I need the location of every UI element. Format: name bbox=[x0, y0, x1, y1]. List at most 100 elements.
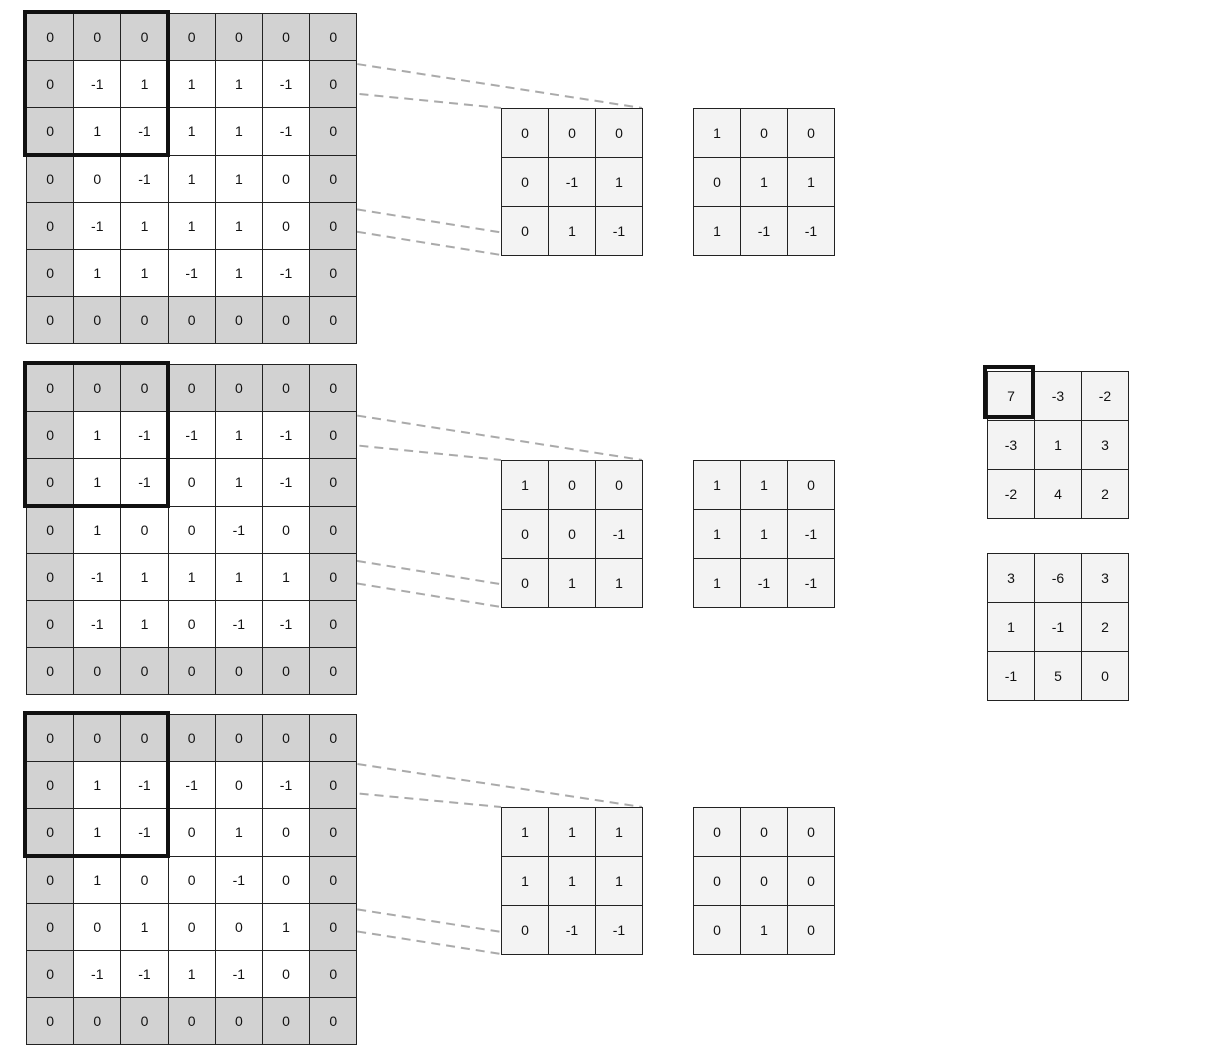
grid-cell: 0 bbox=[120, 997, 169, 1046]
grid-cell: 1 bbox=[693, 460, 741, 510]
grid-cell: 0 bbox=[73, 902, 122, 951]
grid-cell: -1 bbox=[214, 855, 263, 904]
grid-cell: 0 bbox=[261, 505, 311, 554]
grid-cell: 0 bbox=[309, 248, 358, 298]
grid-cell: 0 bbox=[73, 647, 122, 696]
grid-cell: 0 bbox=[120, 363, 169, 413]
grid-cell: -1 bbox=[595, 206, 643, 256]
grid-cell: 0 bbox=[25, 505, 75, 554]
grid-cell: 0 bbox=[740, 856, 788, 906]
grid-cell: 0 bbox=[501, 509, 549, 559]
grid-cell: 0 bbox=[548, 509, 596, 559]
grid-cell: 0 bbox=[309, 949, 358, 999]
grid-cell: -3 bbox=[1034, 371, 1082, 421]
grid-cell: 1 bbox=[1034, 420, 1082, 470]
grid-cell: 0 bbox=[261, 363, 311, 413]
grid-cell: 1 bbox=[595, 558, 643, 608]
grid-cell: 0 bbox=[214, 363, 263, 413]
grid-cell: -1 bbox=[548, 905, 596, 955]
grid-cell: -1 bbox=[167, 411, 216, 460]
grid-cell: 0 bbox=[214, 12, 263, 62]
grid-cell: 0 bbox=[309, 855, 358, 904]
grid-cell: 0 bbox=[309, 997, 358, 1046]
grid-cell: 1 bbox=[167, 201, 216, 250]
grid-cell: 0 bbox=[120, 713, 169, 763]
grid-cell: 0 bbox=[25, 997, 75, 1046]
grid-cell: 0 bbox=[261, 997, 311, 1046]
grid-cell: -1 bbox=[987, 651, 1035, 701]
grid-cell: 0 bbox=[120, 855, 169, 904]
grid-cell: -1 bbox=[73, 949, 122, 999]
grid-cell: 3 bbox=[1081, 420, 1129, 470]
grid-cell: -1 bbox=[595, 905, 643, 955]
grid-cell: 1 bbox=[501, 460, 549, 510]
grid-cell: 1 bbox=[693, 509, 741, 559]
grid-cell: -1 bbox=[595, 509, 643, 559]
grid-cell: 0 bbox=[261, 808, 311, 857]
grid-cell: -1 bbox=[261, 60, 311, 109]
grid-cell: 1 bbox=[595, 157, 643, 207]
grid-cell: -1 bbox=[261, 107, 311, 156]
grid-cell: -1 bbox=[261, 458, 311, 507]
grid-cell: 0 bbox=[740, 807, 788, 857]
grid-cell: 0 bbox=[787, 905, 835, 955]
grid-cell: 0 bbox=[73, 363, 122, 413]
grid-cell: 1 bbox=[214, 458, 263, 507]
grid-cell: 0 bbox=[787, 460, 835, 510]
grid-cell: 0 bbox=[261, 949, 311, 999]
grid-cell: 0 bbox=[214, 296, 263, 345]
grid-cell: -1 bbox=[787, 206, 835, 256]
grid-cell: 1 bbox=[261, 552, 311, 601]
grid-cell: 3 bbox=[987, 553, 1035, 603]
grid-cell: 1 bbox=[214, 808, 263, 857]
grid-cell: 1 bbox=[120, 599, 169, 649]
grid-row: 1-1-1 bbox=[693, 206, 835, 256]
grid-cell: -1 bbox=[167, 761, 216, 810]
grid-cell: -6 bbox=[1034, 553, 1082, 603]
grid-cell: 0 bbox=[120, 505, 169, 554]
grid-cell: 1 bbox=[787, 157, 835, 207]
grid-cell: 0 bbox=[25, 60, 75, 109]
grid-cell: 0 bbox=[261, 12, 311, 62]
grid-cell: 0 bbox=[73, 154, 122, 203]
grid-cell: 0 bbox=[309, 411, 358, 460]
grid-cell: 0 bbox=[73, 12, 122, 62]
grid-cell: -1 bbox=[120, 458, 169, 507]
grid-cell: 1 bbox=[167, 154, 216, 203]
grid-cell: -1 bbox=[214, 599, 263, 649]
grid-cell: 0 bbox=[309, 458, 358, 507]
grid-cell: -1 bbox=[73, 60, 122, 109]
grid-cell: -3 bbox=[987, 420, 1035, 470]
grid-cell: 5 bbox=[1034, 651, 1082, 701]
grid-cell: 0 bbox=[167, 599, 216, 649]
grid-cell: 0 bbox=[167, 363, 216, 413]
grid-cell: 0 bbox=[167, 997, 216, 1046]
